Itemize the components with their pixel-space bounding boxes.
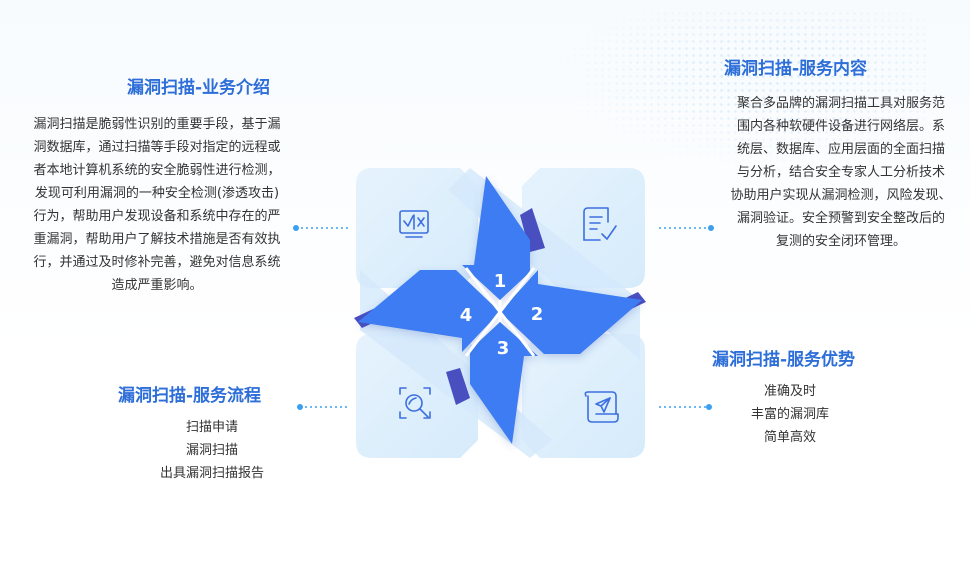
- intro-line: 重漏洞，帮助用户了解技术措施是否有效执: [33, 232, 281, 247]
- advantage-title: 漏洞扫描-服务优势: [712, 350, 856, 370]
- connector-advantage: [659, 404, 712, 410]
- advantage-item: 丰富的漏洞库: [750, 407, 829, 422]
- step-number-2: 2: [531, 304, 544, 325]
- paper-plane-scroll-icon: [584, 391, 619, 423]
- checkbox-monitor-icon: [399, 210, 429, 238]
- arrow-blade-4: [358, 270, 500, 352]
- intro-line: 发现可利用漏洞的一种安全检测(渗透攻击): [34, 186, 280, 201]
- intro-line: 者本地计算机系统的安全脆弱性进行检测，: [33, 163, 281, 178]
- advantage-item: 简单高效: [763, 430, 816, 445]
- process-item: 扫描申请: [185, 420, 238, 435]
- process-item: 漏洞扫描: [185, 443, 238, 458]
- document-check-icon: [583, 207, 617, 241]
- content-line: 协助用户实现从漏洞检测，风险发现、: [730, 188, 952, 203]
- content-line: 围内各种软硬件设备进行网络层。系: [736, 119, 945, 134]
- tile-bottom-right: [522, 334, 645, 458]
- arrow-blade-2: [500, 270, 642, 354]
- intro-line: 行为，帮助用户发现设备和系统中存在的严: [33, 209, 281, 224]
- process-item: 出具漏洞扫描报告: [159, 466, 264, 481]
- arrow-blade-1: [462, 176, 530, 300]
- intro-paragraph: 漏洞扫描是脆弱性识别的重要手段，基于漏 洞数据库，通过扫描等手段对指定的远程或 …: [18, 113, 296, 297]
- step-number-4: 4: [460, 305, 473, 326]
- connector-content: [659, 225, 714, 231]
- content-line: 复测的安全闭环管理。: [775, 234, 906, 249]
- process-list: 扫描申请 漏洞扫描 出具漏洞扫描报告: [142, 416, 282, 485]
- intro-line: 漏洞扫描是脆弱性识别的重要手段，基于漏: [33, 117, 281, 132]
- blade-edge: [520, 208, 545, 252]
- content-line: 漏洞验证。安全预警到安全整改后的: [736, 211, 945, 226]
- tile-top-left: [356, 168, 478, 288]
- center-diagram: 1 2 3 4: [354, 168, 646, 458]
- advantage-item: 准确及时: [763, 384, 816, 399]
- intro-line: 行，并通过及时修补完善，避免对信息系统: [33, 255, 281, 270]
- background-pattern: [550, 10, 930, 170]
- content-line: 聚合多品牌的漏洞扫描工具对服务范: [736, 96, 945, 111]
- advantage-list: 准确及时 丰富的漏洞库 简单高效: [728, 380, 852, 449]
- intro-line: 洞数据库，通过扫描等手段对指定的远程或: [33, 140, 281, 155]
- center-separator: [464, 267, 536, 357]
- process-title: 漏洞扫描-服务流程: [118, 386, 262, 406]
- connector-intro: [293, 225, 348, 231]
- connector-process: [297, 404, 350, 410]
- content-paragraph: 聚合多品牌的漏洞扫描工具对服务范 围内各种软硬件设备进行网络层。系 统层、数据库…: [716, 92, 966, 253]
- arrow-blade-3: [470, 322, 538, 444]
- scan-search-icon: [399, 387, 431, 419]
- intro-line: 造成严重影响。: [111, 278, 203, 293]
- content-title: 漏洞扫描-服务内容: [724, 59, 868, 79]
- blade-edge: [446, 368, 470, 405]
- content-line: 统层、数据库、应用层面的全面扫描: [736, 142, 945, 157]
- content-line: 与分析，结合安全专家人工分析技术: [736, 165, 945, 180]
- step-number-3: 3: [497, 338, 510, 359]
- intro-title: 漏洞扫描-业务介绍: [127, 78, 271, 98]
- step-number-1: 1: [494, 271, 507, 292]
